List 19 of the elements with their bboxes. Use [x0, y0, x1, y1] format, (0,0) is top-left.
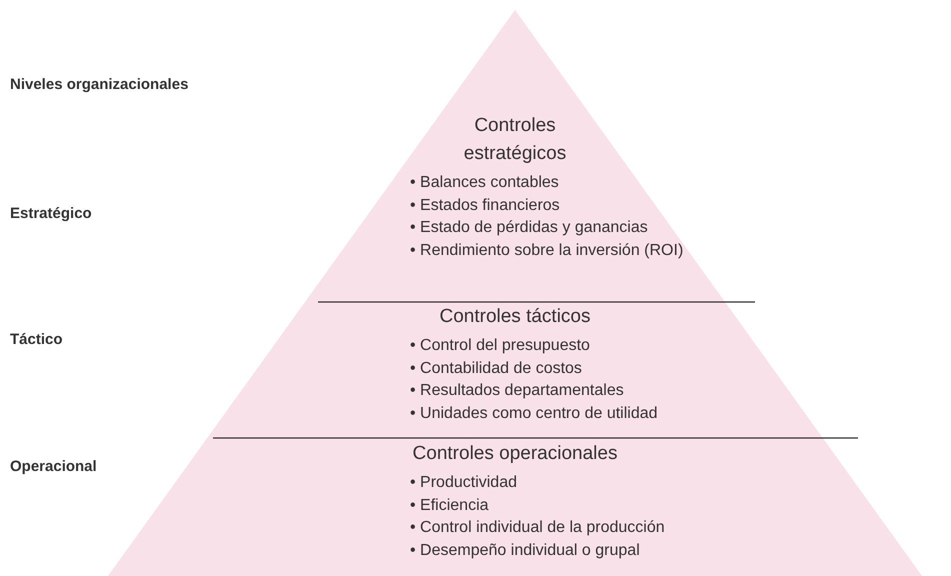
bullet-item: • Unidades como centro de utilidad [410, 404, 659, 424]
level-label: Táctico [10, 330, 63, 350]
bullet-item: • Estado de pérdidas y ganancias [410, 218, 649, 238]
level-label: Operacional [10, 457, 97, 477]
bullet-item: • Eficiencia [410, 496, 490, 516]
tier-heading: Controles estratégicos [462, 114, 568, 166]
bullet-item: • Productividad [410, 473, 518, 493]
bullet-item: • Resultados departamentales [410, 381, 625, 401]
tier-heading: Controles tácticos [438, 305, 592, 329]
bullet-item: • Contabilidad de costos [410, 358, 583, 378]
level-label: Estratégico [10, 204, 92, 224]
bullet-item: • Rendimiento sobre la inversión (ROI) [410, 240, 684, 260]
bullet-item: • Desempeño individual o grupal [410, 540, 641, 560]
bullet-item: • Balances contables [410, 173, 560, 193]
bullet-item: • Control del presupuesto [410, 336, 591, 356]
level-label: Niveles organizacionales [10, 75, 188, 95]
tier-heading: Controles operacionales [412, 442, 618, 466]
bullet-item: • Estados financieros [410, 196, 561, 216]
bullet-item: • Control individual de la producción [410, 518, 666, 538]
